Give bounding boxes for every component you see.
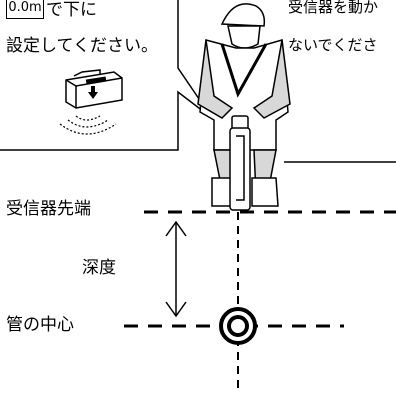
callout-line-2: 設定してください。 [6,36,158,56]
signal-waves-icon [59,115,117,135]
worker-with-receiver-icon [197,3,291,211]
receiver-device-icon [65,69,123,109]
callout-line-1: で下に [46,0,97,20]
depth-label: 深度 [82,258,116,278]
note-line-2: ないでくださ [288,36,378,54]
double-arrow-icon [165,220,187,318]
pipe-center-label: 管の中心 [6,315,74,335]
pipe-cross-section-icon [219,307,257,345]
note-line-1: 受信器を動か [288,0,379,16]
callout-depth-value: 0.0m [6,0,44,19]
receiver-tip-label: 受信器先端 [6,199,91,219]
